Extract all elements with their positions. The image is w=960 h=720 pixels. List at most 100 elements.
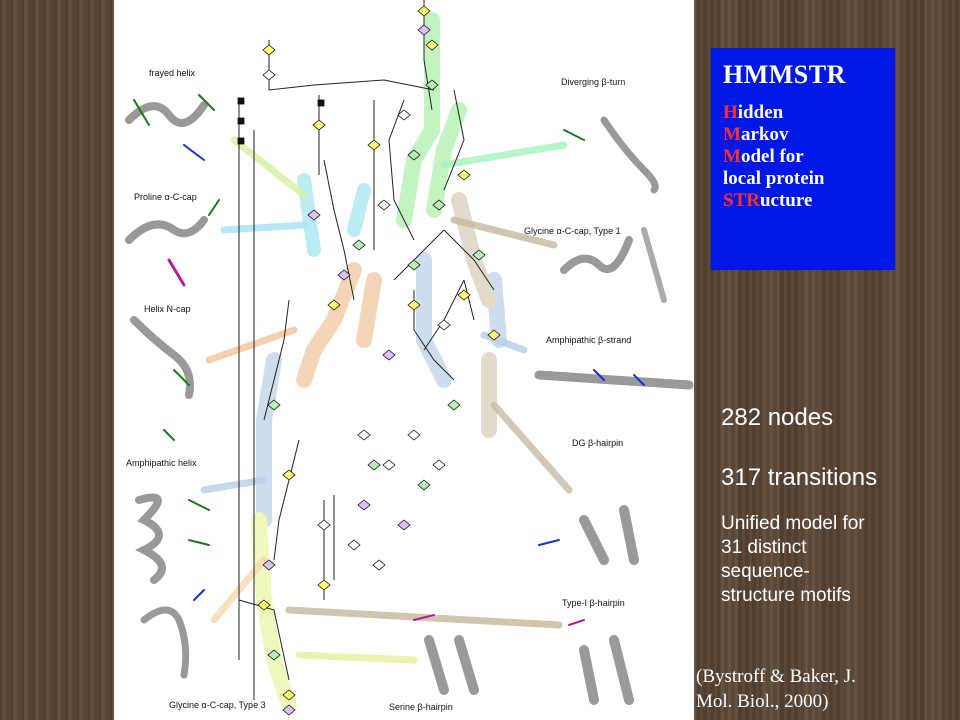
node-diamond xyxy=(417,5,431,17)
arrow-to-amph-helix xyxy=(200,476,268,494)
amphipathic-helix-structure xyxy=(135,493,210,584)
arrow-to-helix-ncap xyxy=(205,326,298,364)
node-diamond xyxy=(407,149,421,161)
hmmstr-diagram-panel: frayed helix Proline α-C-cap Helix N-cap… xyxy=(114,0,694,720)
edge xyxy=(268,40,435,91)
hmmstr-title-box: HMMSTR Hidden Markov Model for local pro… xyxy=(711,48,895,270)
frayed-helix-structure xyxy=(125,94,215,161)
protein-structures xyxy=(125,94,694,705)
node-diamond xyxy=(357,499,371,511)
node-diamond xyxy=(437,319,451,331)
node-diamond xyxy=(417,479,431,491)
node-diamond xyxy=(307,209,321,221)
edge xyxy=(263,299,290,421)
helix-ncap-structure xyxy=(130,316,194,441)
node-diamond xyxy=(407,299,421,311)
node-square xyxy=(237,97,245,105)
node-square xyxy=(317,99,325,107)
node-diamond xyxy=(382,349,396,361)
arrow-to-dg-hairpin xyxy=(490,401,573,494)
node-diamond xyxy=(347,539,361,551)
edge xyxy=(388,99,415,241)
node-diamond xyxy=(407,259,421,271)
node-diamond xyxy=(262,44,276,56)
node-diamond xyxy=(397,519,411,531)
model-description: Unified model for 31 distinct sequence- … xyxy=(721,513,865,606)
pathway-band-green xyxy=(396,12,467,228)
node-diamond xyxy=(457,169,471,181)
node-diamond xyxy=(472,249,486,261)
node-diamond xyxy=(312,119,326,131)
node-diamond xyxy=(282,689,296,701)
node-diamond xyxy=(432,199,446,211)
node-diamond xyxy=(372,559,386,571)
edge xyxy=(273,439,300,561)
arrow-to-frayed-helix xyxy=(230,136,308,199)
edge xyxy=(423,0,433,111)
diverging-turn-structure xyxy=(563,116,659,194)
node-diamond xyxy=(397,109,411,121)
node-diamond xyxy=(262,69,276,81)
node-diamond xyxy=(357,429,371,441)
node-diamond xyxy=(457,289,471,301)
arrow-to-proline-cap xyxy=(220,221,308,234)
label-serine-hairpin: Serine β-hairpin xyxy=(389,702,453,712)
node-diamond xyxy=(282,704,296,716)
node-count: 282 nodes xyxy=(721,404,834,431)
type1-hairpin-structure xyxy=(568,619,634,705)
amphipathic-strand-structure xyxy=(534,369,694,390)
transition-count: 317 transitions xyxy=(721,464,878,491)
label-frayed-helix: frayed helix xyxy=(149,68,196,78)
node-diamond xyxy=(262,559,276,571)
label-type1-hairpin: Type-I β-hairpin xyxy=(562,598,625,608)
node-diamond xyxy=(447,399,461,411)
node-diamond xyxy=(267,649,281,661)
acronym-line: Model for xyxy=(723,146,804,167)
dg-hairpin-structure xyxy=(538,505,639,565)
glycine-cap1-structure xyxy=(560,227,667,303)
arrow-to-diverging xyxy=(440,141,568,169)
node-diamond xyxy=(487,329,501,341)
hmm-network-graph xyxy=(125,0,694,716)
node-diamond xyxy=(352,239,366,251)
label-dg-hairpin: DG β-hairpin xyxy=(572,438,624,448)
proline-cap-structure xyxy=(125,199,220,287)
acronym-line: Hidden xyxy=(723,102,784,123)
acronym-line: local protein xyxy=(723,168,825,189)
node-diamond xyxy=(257,599,271,611)
node-diamond xyxy=(317,579,331,591)
arrow-to-gly-cap1 xyxy=(450,216,558,249)
edge xyxy=(443,89,465,191)
node-diamond xyxy=(425,79,439,91)
pathway-band-orange xyxy=(296,262,382,388)
label-amphipathic-strand: Amphipathic β-strand xyxy=(546,335,632,345)
node-diamond xyxy=(267,399,281,411)
label-amphipathic-helix: Amphipathic helix xyxy=(126,458,197,468)
node-diamond xyxy=(367,459,381,471)
pathway-band-yellow xyxy=(251,512,297,713)
citation: (Bystroff & Baker, J. Mol. Biol., 2000) xyxy=(696,666,856,712)
edge xyxy=(238,599,290,681)
node-diamond xyxy=(367,139,381,151)
node-diamond xyxy=(337,269,351,281)
arrow-to-serine-hairpin xyxy=(295,651,418,664)
label-glycine-c-cap-1: Glycine α-C-cap, Type 1 xyxy=(524,226,621,236)
label-diverging-turn: Diverging β-turn xyxy=(561,77,626,87)
acronym-line: STRucture xyxy=(723,190,813,211)
acronym-line: Markov xyxy=(723,124,789,145)
node-diamond xyxy=(282,469,296,481)
label-glycine-c-cap-3: Glycine α-C-cap, Type 3 xyxy=(169,700,266,710)
node-diamond xyxy=(377,199,391,211)
glycine-cap3-structure xyxy=(140,589,205,679)
node-diamond xyxy=(382,459,396,471)
label-helix-n-cap: Helix N-cap xyxy=(144,304,191,314)
wood-background-left xyxy=(0,0,114,720)
label-proline-c-cap: Proline α-C-cap xyxy=(134,192,197,202)
node-diamond xyxy=(317,519,331,531)
node-diamond xyxy=(407,429,421,441)
title: HMMSTR xyxy=(723,60,846,89)
node-square xyxy=(237,137,245,145)
node-diamond xyxy=(327,299,341,311)
node-diamond xyxy=(425,39,439,51)
hmm-nodes xyxy=(237,5,501,716)
